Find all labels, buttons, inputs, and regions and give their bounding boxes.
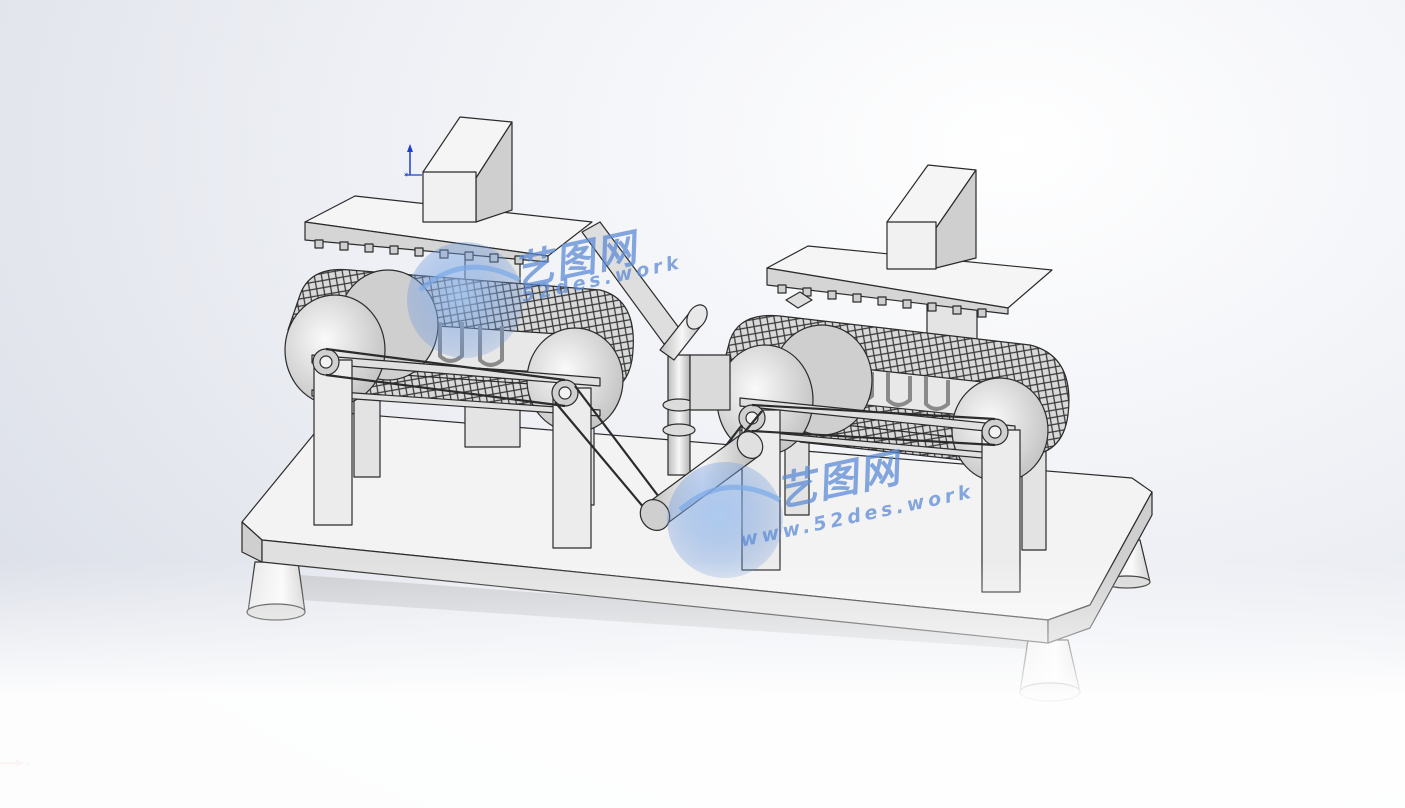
frame-rail: [311, 354, 601, 387]
svg-text:*: *: [404, 172, 409, 182]
origin-x-axis-icon: ×: [0, 759, 32, 768]
leveling-foot: [246, 561, 306, 621]
center-column: [659, 304, 731, 476]
watermark-globe-icon: [667, 462, 783, 578]
hood-right: [886, 164, 977, 270]
frame-leg: [981, 429, 1021, 593]
watermark-globe-icon: [407, 242, 523, 358]
coordinate-triad-icon: *: [404, 144, 422, 182]
frame-leg: [313, 359, 353, 526]
svg-text:×: ×: [25, 759, 32, 768]
frame-leg: [552, 387, 592, 549]
hood-left: [422, 116, 513, 223]
ribbed-cover-right: [766, 245, 1053, 318]
leveling-foot: [1019, 639, 1081, 702]
